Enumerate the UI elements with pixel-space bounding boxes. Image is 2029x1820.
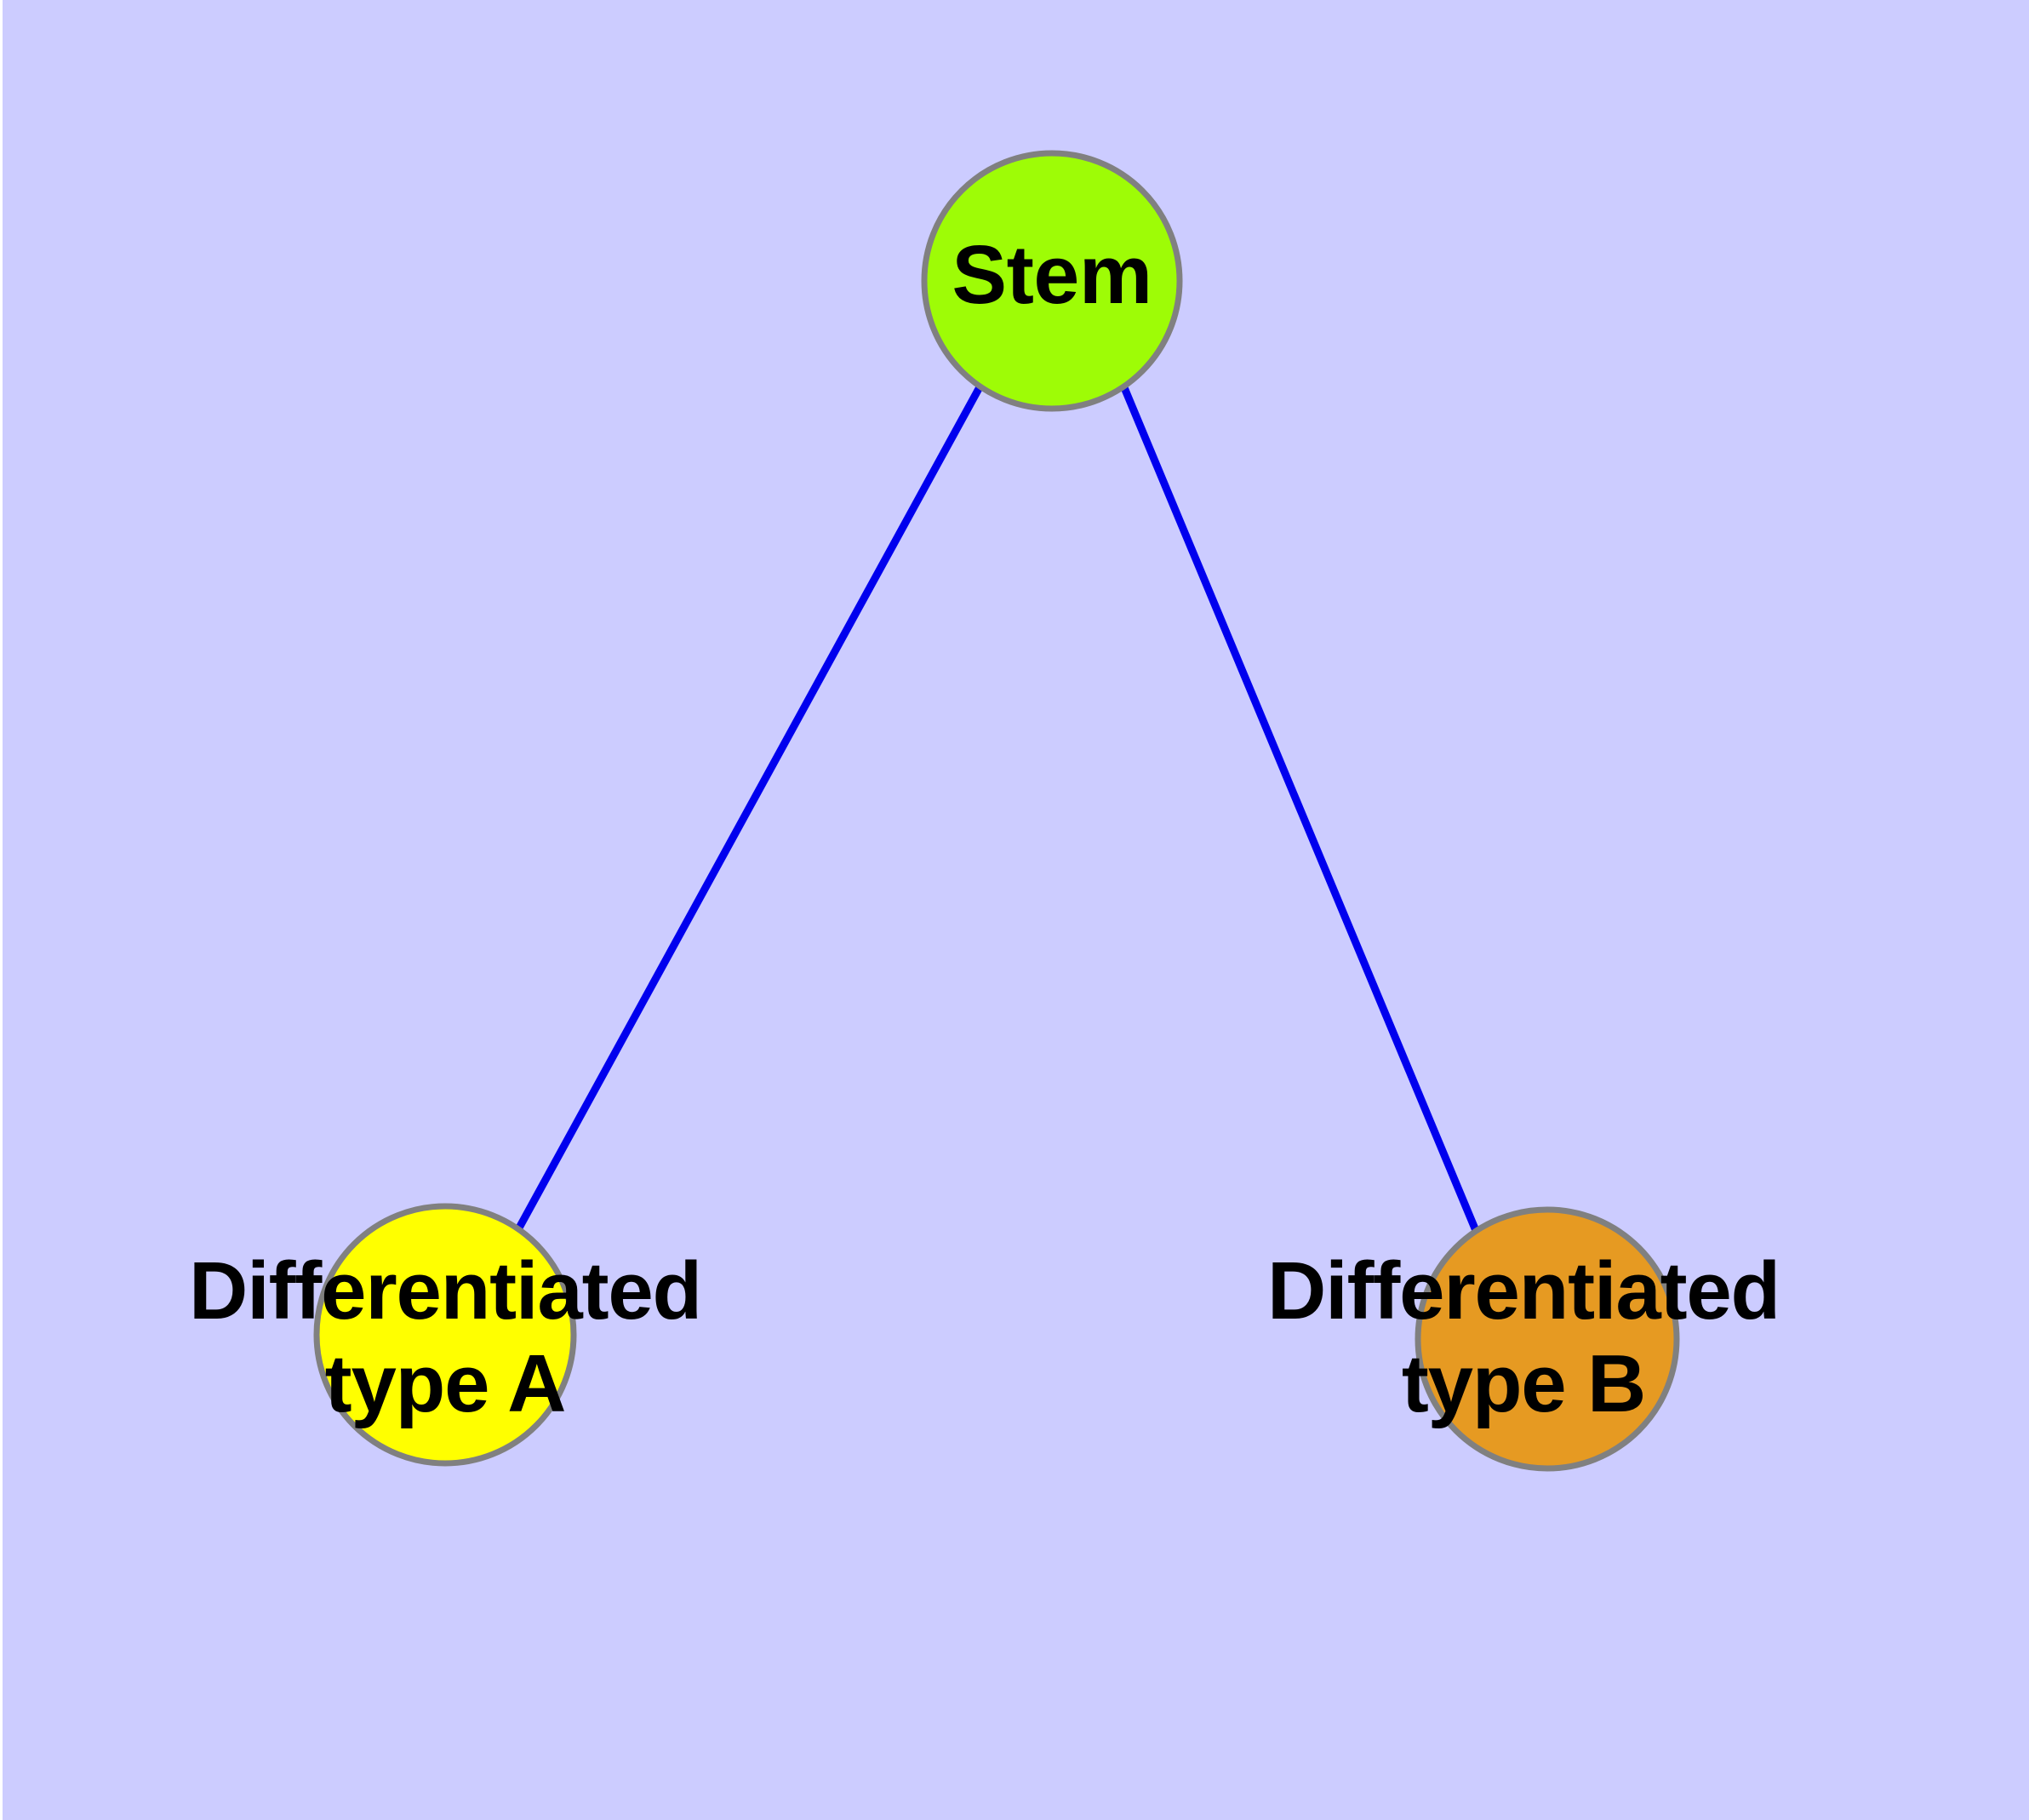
edge-stem-to-diff-a[interactable] (514, 383, 984, 1233)
edge-layer (514, 383, 1481, 1234)
node-diff-b-circle[interactable] (1415, 1206, 1680, 1472)
edge-stem-to-diff-b[interactable] (1119, 384, 1481, 1234)
node-stem-circle[interactable] (921, 150, 1183, 412)
node-layer (313, 150, 1680, 1472)
node-diff-a-circle[interactable] (313, 1203, 577, 1467)
